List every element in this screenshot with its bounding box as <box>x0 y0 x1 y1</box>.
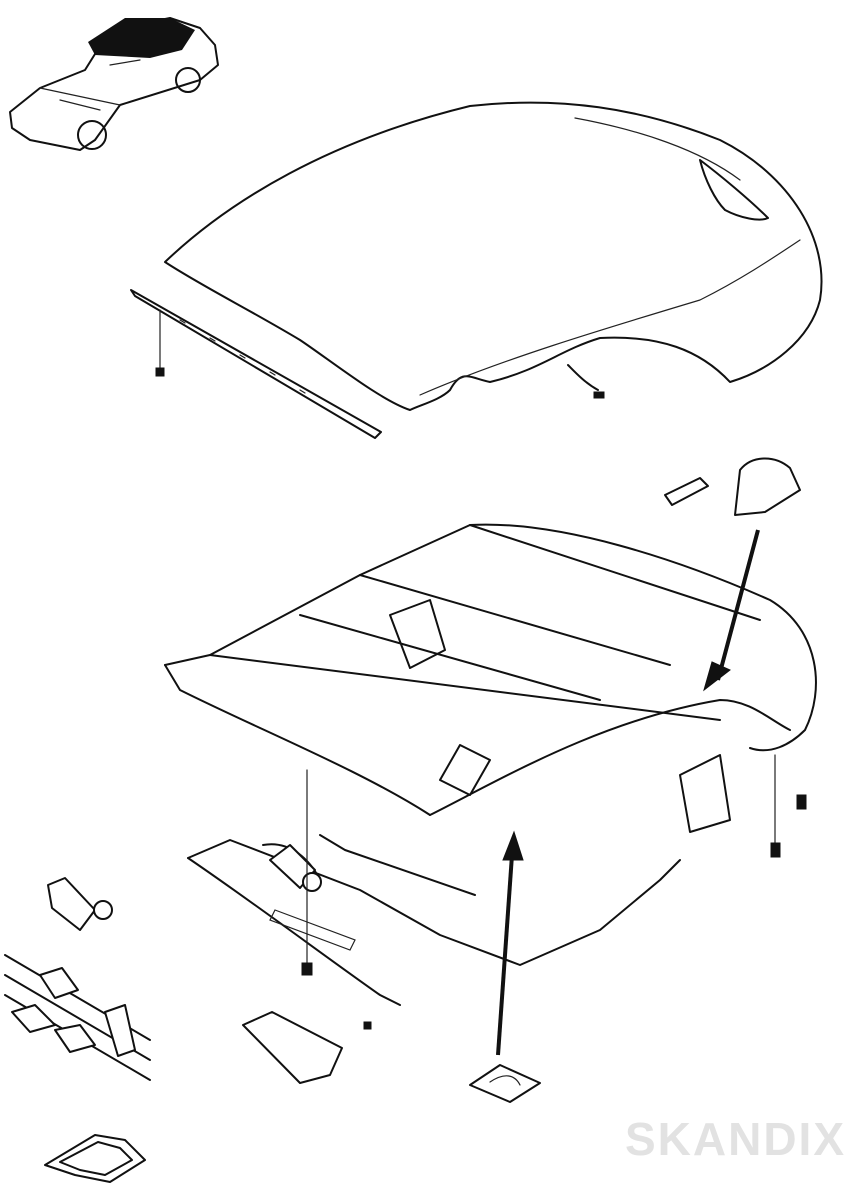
screw-icon <box>593 391 605 399</box>
clip-icon <box>469 1064 541 1103</box>
clip-icon <box>664 477 709 506</box>
screw-icon <box>770 754 781 858</box>
roof-frame <box>164 523 817 833</box>
weather-strip-rail <box>130 289 382 439</box>
watermark: SKANDIX <box>625 1113 847 1165</box>
soft-top-cover <box>164 101 823 411</box>
screw-icon <box>155 309 165 377</box>
clip-icon <box>47 877 113 931</box>
spring-clip <box>44 1134 146 1183</box>
arrow-icon <box>703 529 760 692</box>
arrow-icon <box>496 830 524 1056</box>
headliner-panel <box>187 834 681 1006</box>
hydraulic-pump <box>269 844 322 892</box>
screw-icon <box>796 794 807 810</box>
latch-cover <box>734 457 801 516</box>
grab-handle <box>242 1011 343 1084</box>
rail-detail <box>4 954 151 1081</box>
car-thumbnail-icon <box>9 17 219 151</box>
screw-icon <box>301 769 313 976</box>
screw-icon <box>363 1021 372 1030</box>
